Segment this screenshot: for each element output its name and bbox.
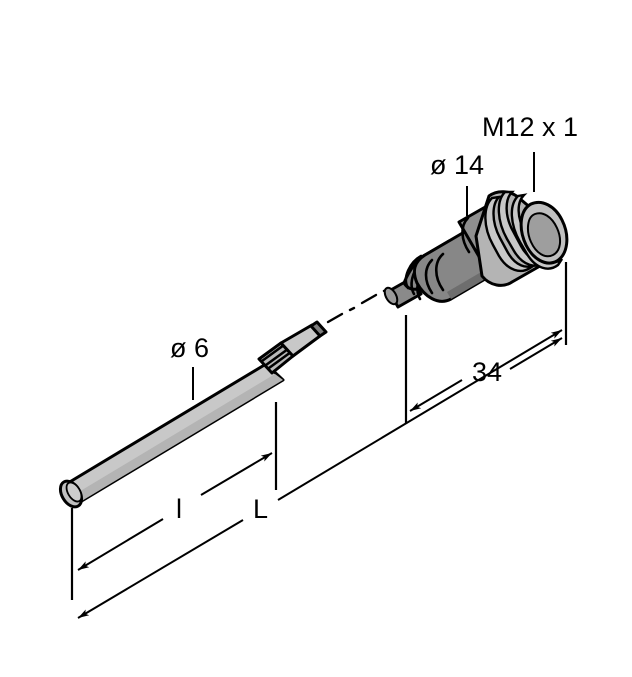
immersion-length-dimension: l	[70, 402, 278, 600]
probe-assembly	[58, 320, 328, 509]
probe-stem-endcap	[309, 320, 328, 338]
connector-length-arrow-right	[509, 337, 563, 370]
probe-neck-rings	[257, 341, 295, 375]
connector-base-rib-1	[404, 254, 423, 290]
probe-rib-1	[260, 343, 286, 363]
connector-mid-rib-2	[434, 252, 445, 292]
overall-length-label: L	[253, 494, 268, 524]
probe-tip-cap	[58, 479, 84, 509]
connector-thread-bore	[526, 212, 562, 258]
probe-rib-2	[264, 347, 290, 367]
break-dash-1	[326, 312, 344, 324]
thread-spec-label: M12 x 1	[482, 112, 578, 142]
break-center-line	[326, 287, 390, 324]
probe-tube	[61, 362, 285, 504]
connector-shoulder-rib-1	[461, 216, 471, 254]
overall-length-arrow-right	[277, 329, 563, 501]
connector-length-label: 34	[472, 357, 502, 387]
probe-diameter-label: ø 6	[170, 333, 209, 363]
immersion-length-arrow-right	[200, 452, 273, 496]
connector-length-arrow-left	[409, 379, 463, 412]
connector-mid-rib-1	[424, 258, 434, 295]
overall-length-dimension: L	[77, 329, 563, 619]
probe-stem	[279, 320, 328, 358]
connector-diameter-label: ø 14	[430, 150, 484, 180]
probe-rib-3	[267, 350, 293, 370]
connector-length-dimension: 34	[404, 262, 568, 424]
immersion-length-label: l	[176, 494, 182, 524]
connector-thread-section	[474, 190, 569, 287]
connector-pin-face	[383, 286, 399, 306]
immersion-length-arrow-left	[77, 518, 164, 571]
break-dash-2	[360, 293, 378, 305]
probe-tube-surface	[61, 362, 285, 504]
probe-tip-inner-face	[65, 481, 83, 503]
probe-tube-shading	[72, 374, 283, 502]
connector-assembly	[383, 190, 569, 309]
break-dot-1	[348, 306, 356, 312]
overall-length-arrow-left	[77, 519, 244, 619]
